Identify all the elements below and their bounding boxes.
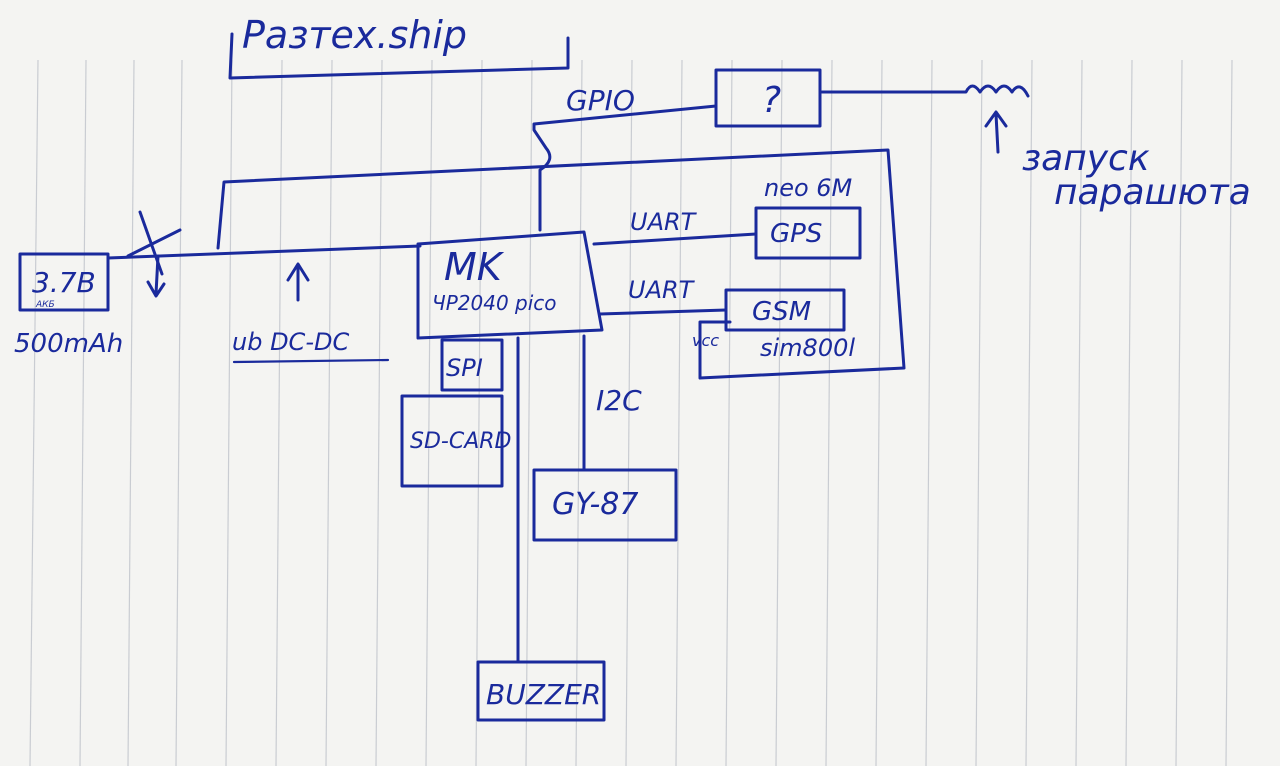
battery-box — [18, 252, 110, 312]
battery-sub: АКБ — [35, 300, 55, 310]
gsm-box — [724, 288, 846, 332]
mcu-name: MK — [444, 245, 505, 289]
gsm-name: GSM — [752, 297, 811, 327]
spi-box — [440, 338, 504, 392]
parachute-coil-icon — [820, 84, 1030, 98]
down-arrow-icon — [146, 254, 166, 298]
gsm-uart-line — [598, 308, 728, 316]
mcu-box — [416, 230, 604, 340]
title-underline — [228, 32, 570, 80]
gpio-label: GPIO — [566, 84, 635, 117]
parachute-arrow-icon — [984, 110, 1008, 154]
buzzer-box — [476, 660, 606, 722]
battery-voltage: 3.7В — [32, 266, 96, 299]
battery-capacity: 500mAh — [14, 329, 123, 359]
spi-bus: SPI — [446, 354, 483, 382]
notebook-grid — [29, 59, 1233, 766]
gsm-model: sim800l — [760, 334, 855, 362]
gy87-box — [532, 468, 678, 542]
power-switch-mark — [126, 210, 182, 276]
unknown-block-label: ? — [762, 80, 781, 121]
unknown-block — [714, 68, 822, 128]
buzzer-label: BUZZER — [486, 678, 601, 711]
gps-name: GPS — [770, 219, 822, 249]
gy87-label: GY-87 — [552, 487, 638, 522]
dcdc-underline — [232, 358, 390, 364]
diagram-title: Разтех.ship — [242, 13, 467, 57]
gps-box — [754, 206, 862, 260]
mcu-chip: ЧР2040 pico — [432, 291, 557, 315]
gps-model: neo 6M — [764, 174, 853, 202]
parachute-note-line1: запуск — [1022, 138, 1150, 179]
gps-uart-line — [592, 232, 758, 246]
power-line — [106, 244, 422, 260]
up-arrow-icon — [286, 262, 310, 302]
i2c-bus: I2C — [596, 384, 642, 417]
gpio-line — [532, 104, 718, 232]
power-rail — [216, 148, 906, 380]
gsm-bus: UART — [628, 276, 696, 304]
parachute-note-line2: парашюта — [1054, 172, 1251, 213]
gps-bus: UART — [630, 208, 698, 236]
sd-card-label: SD-CARD — [410, 429, 511, 454]
dcdc-note: ub DC-DC — [232, 328, 349, 356]
gsm-vcc: vcc — [692, 331, 719, 350]
sd-card-box — [400, 394, 504, 488]
